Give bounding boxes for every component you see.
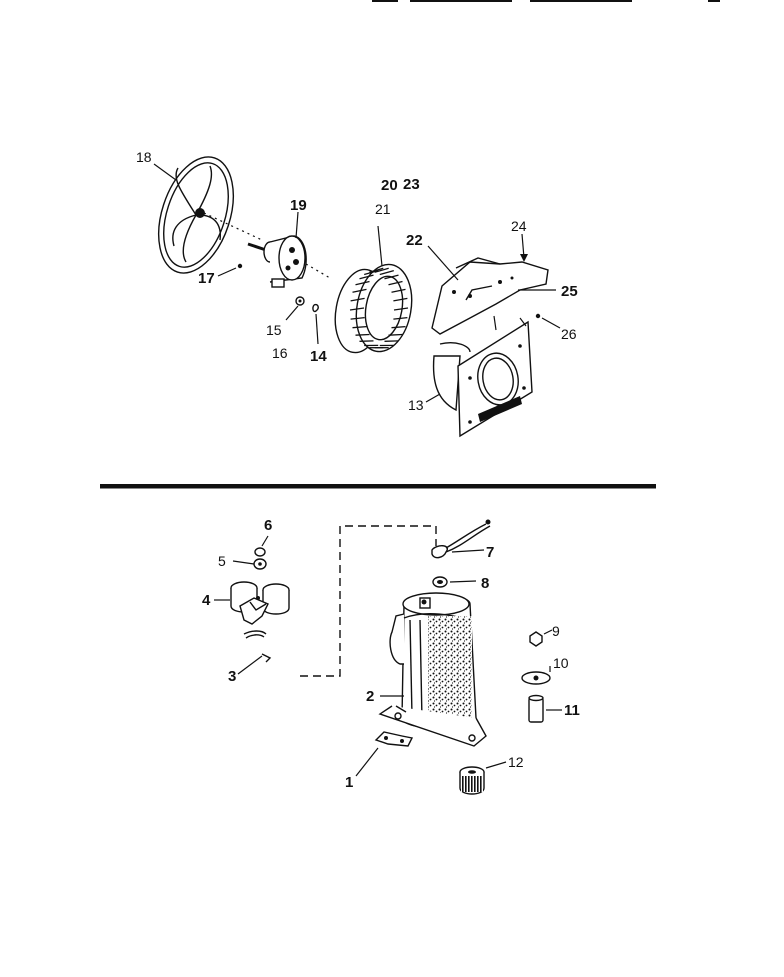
label-17: 17 <box>198 270 215 287</box>
blower-vane <box>349 307 365 311</box>
label-2: 2 <box>366 688 374 705</box>
part-17-screw <box>237 263 243 269</box>
label-8: 8 <box>481 575 489 592</box>
upper-leader-lines <box>153 163 561 403</box>
label-15: 15 <box>266 322 282 338</box>
label-1: 1 <box>345 774 353 791</box>
label-11: 11 <box>564 702 580 719</box>
blower-vane <box>350 297 365 302</box>
blower-vane <box>350 316 365 320</box>
label-25: 25 <box>561 283 578 300</box>
capacitor-strap-part <box>237 630 272 675</box>
blower-vane <box>391 288 406 293</box>
blower-vane <box>364 269 379 276</box>
blower-vane <box>388 333 403 336</box>
label-7: 7 <box>486 544 494 561</box>
blower-mounting-bracket-part <box>431 257 549 335</box>
blower-vane <box>393 297 408 302</box>
label-21: 21 <box>375 201 391 217</box>
part-26-screw <box>535 313 541 319</box>
mounting-foot-part <box>355 731 414 777</box>
capacitor-part <box>214 581 290 625</box>
label-19: 19 <box>290 197 307 214</box>
part-6-nut <box>254 547 266 557</box>
label-13: 13 <box>408 397 424 413</box>
blower-vane <box>352 288 367 293</box>
label-24: 24 <box>511 218 527 234</box>
label-14: 14 <box>310 348 327 365</box>
wiring-dashed-path <box>300 525 437 677</box>
blower-wheel-vanes <box>349 267 409 349</box>
grommet-part <box>459 761 507 795</box>
part-11-sleeve <box>528 697 544 723</box>
part-9-nut <box>529 631 543 647</box>
blower-wheel-part <box>334 225 413 354</box>
part-14-clip <box>312 303 319 313</box>
label-23: 23 <box>403 176 420 193</box>
terminal-cover-part <box>432 576 477 588</box>
label-18: 18 <box>136 149 152 165</box>
overload-protector-part <box>431 519 491 559</box>
label-3: 3 <box>228 668 236 685</box>
blower-vane <box>393 307 409 311</box>
lower-labels: 6 5 4 3 7 8 2 1 9 10 11 12 <box>202 517 580 791</box>
blower-vane <box>379 269 394 276</box>
blower-vane <box>391 325 406 329</box>
label-12: 12 <box>508 754 524 770</box>
lower-right-hardware <box>521 629 562 723</box>
blower-vane <box>393 316 408 320</box>
blower-vane <box>369 267 384 273</box>
label-22: 22 <box>406 232 423 249</box>
blower-vane <box>359 274 374 280</box>
label-10: 10 <box>553 655 569 671</box>
section-divider <box>100 484 656 489</box>
blower-vane <box>384 274 399 280</box>
blower-vane <box>374 267 389 273</box>
blower-vane <box>352 325 367 329</box>
label-16: 16 <box>272 345 288 361</box>
compressor-part <box>378 592 487 747</box>
blower-vane <box>355 280 370 286</box>
fan-blade-wheel-part <box>158 156 263 274</box>
label-9: 9 <box>552 623 560 639</box>
blower-vane <box>388 280 403 286</box>
label-20: 20 <box>381 177 398 194</box>
blower-vane <box>355 333 370 336</box>
blower-motor-part <box>247 235 331 288</box>
label-5: 5 <box>218 553 226 569</box>
scroll-housing-plate-part <box>432 317 533 438</box>
label-6: 6 <box>264 517 272 534</box>
label-26: 26 <box>561 326 577 342</box>
label-4: 4 <box>202 592 211 609</box>
upper-small-hardware <box>237 263 541 319</box>
lower-left-hardware <box>232 535 269 570</box>
upper-labels: 18 19 20 23 21 22 24 25 17 15 16 14 26 1… <box>136 149 578 413</box>
